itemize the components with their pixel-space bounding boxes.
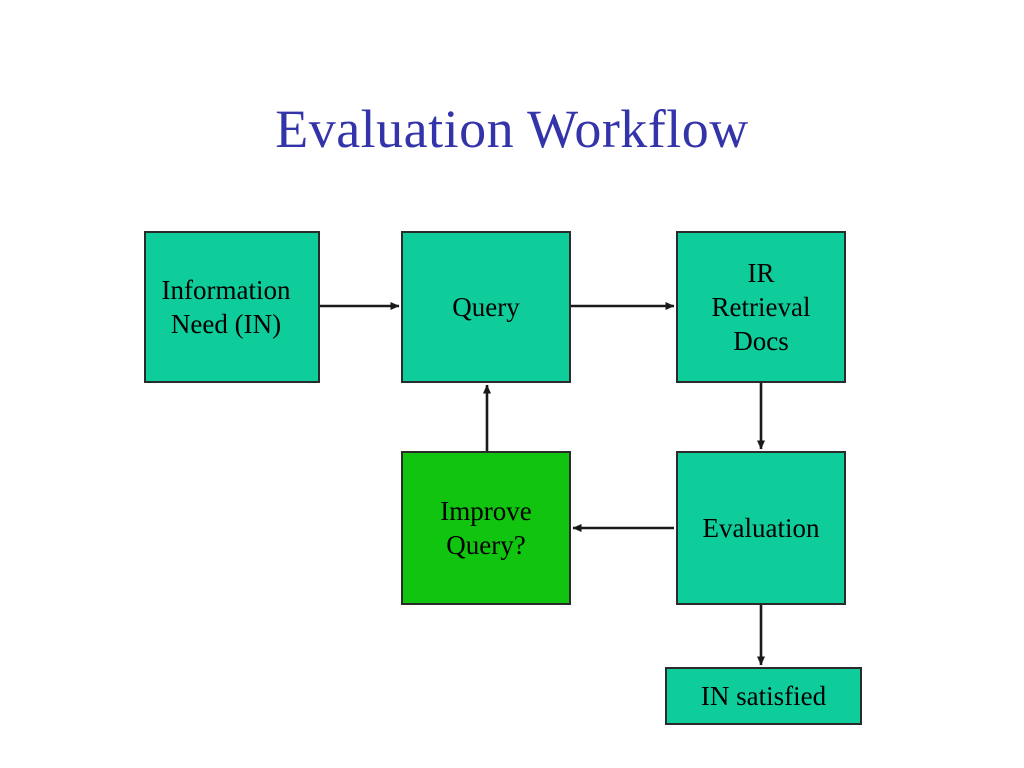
node-improve-query[interactable]: Improve Query? — [401, 451, 571, 605]
page-title: Evaluation Workflow — [275, 99, 749, 159]
node-information-need-label: Information Need (IN) — [161, 275, 291, 339]
node-improve-query-label: Improve Query? — [440, 496, 532, 560]
node-evaluation-label: Evaluation — [702, 513, 820, 543]
node-information-need[interactable]: Information Need (IN) — [144, 231, 320, 383]
node-evaluation[interactable]: Evaluation — [676, 451, 846, 605]
node-query[interactable]: Query — [401, 231, 571, 383]
node-ir-retrieval-docs[interactable]: IR Retrieval Docs — [676, 231, 846, 383]
node-ir-retrieval-docs-label: IR Retrieval Docs — [711, 258, 811, 356]
node-query-label: Query — [452, 292, 520, 322]
node-in-satisfied-label: IN satisfied — [700, 681, 827, 711]
node-in-satisfied[interactable]: IN satisfied — [665, 667, 862, 725]
